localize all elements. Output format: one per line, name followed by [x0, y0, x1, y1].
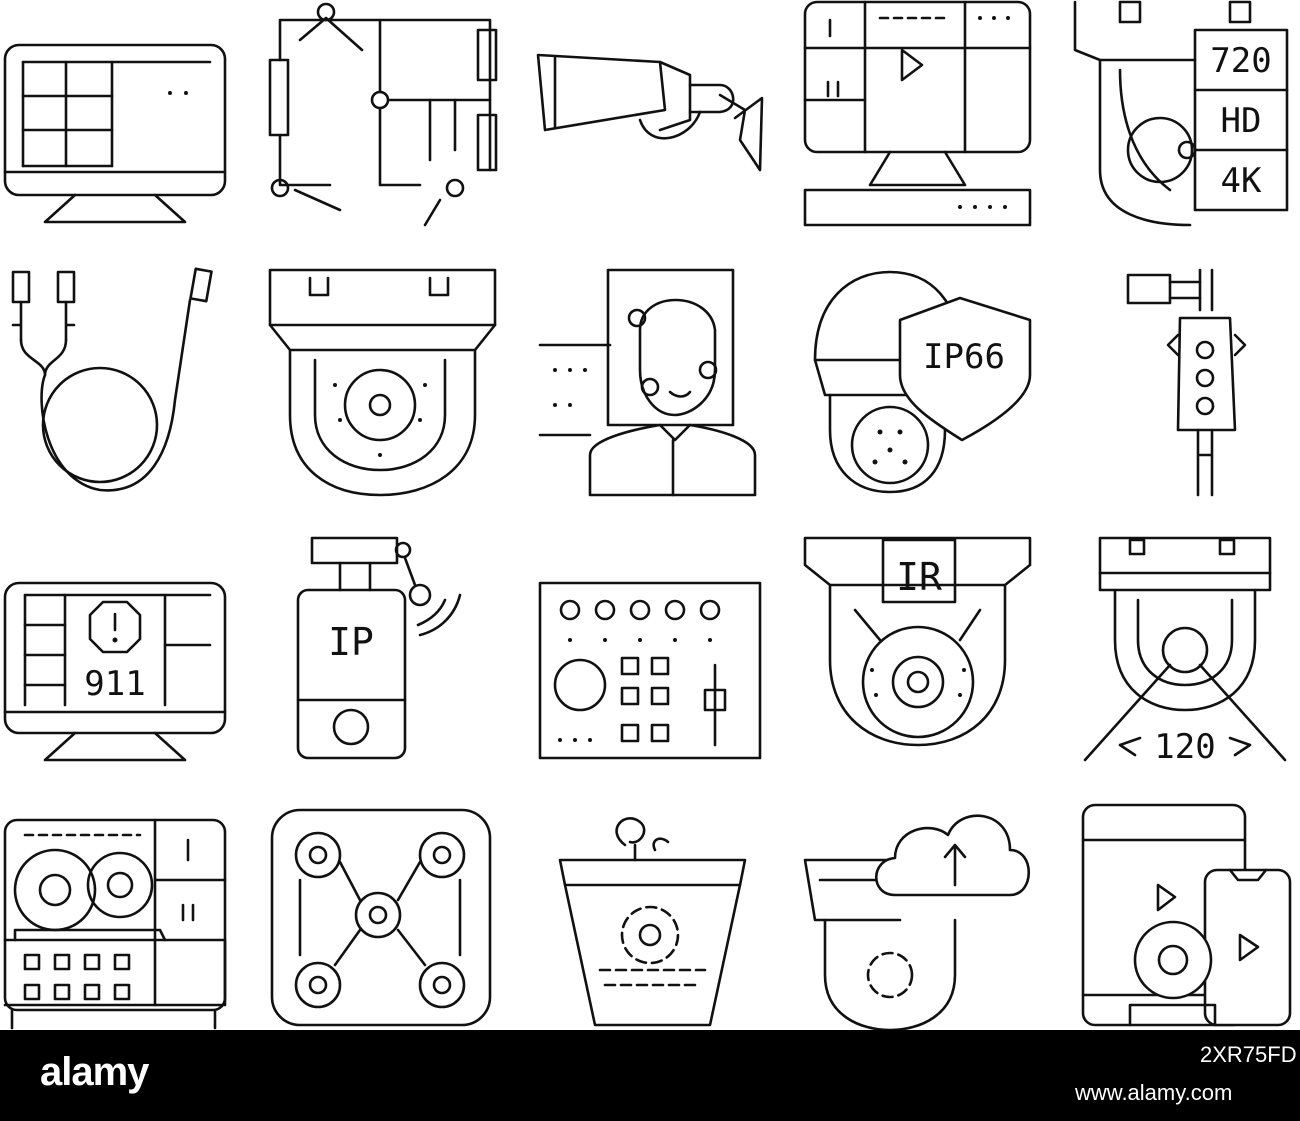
wiring-schematic-icon [268, 2, 498, 227]
infrared-camera-icon: IR [803, 536, 1032, 747]
ir-label: IR [896, 555, 942, 599]
ip-camera-wireless-icon: IP [296, 536, 462, 760]
face-recognition-icon [538, 268, 757, 497]
video-wall-monitor-icon [3, 43, 227, 224]
usb-cable-icon [11, 267, 213, 492]
res-hd-label: HD [1221, 101, 1262, 141]
control-panel-icon [538, 581, 762, 760]
ip-label: IP [328, 620, 374, 664]
angle-120-label: 120 [1154, 727, 1215, 767]
alamy-logo: alamy [40, 1050, 149, 1094]
cloud-camera-icon [803, 814, 1031, 1030]
ip66-label: IP66 [923, 337, 1005, 377]
smoke-detector-camera-icon [558, 817, 747, 1027]
nvr-recorder-icon [3, 818, 227, 1030]
pole-mount-icon [1126, 268, 1247, 497]
waterproof-camera-icon: IP66 [813, 270, 1032, 494]
dvr-playback-monitor-icon [803, 0, 1032, 227]
image-id: 2XR75FD [1200, 1042, 1297, 1067]
res-4k-label: 4K [1221, 161, 1262, 201]
bullet-camera-icon [536, 53, 764, 172]
wide-angle-camera-icon: 120 [1083, 536, 1287, 767]
mobile-streaming-icon [1081, 803, 1292, 1027]
emergency-monitor-icon: 911 [3, 581, 227, 762]
emergency-911-label: 911 [84, 664, 145, 704]
dome-camera-icon [268, 268, 497, 497]
watermark-url: www.alamy.com [1075, 1080, 1233, 1105]
res-720-label: 720 [1210, 41, 1271, 81]
icon-sheet: 720 HD 4K [3, 0, 1292, 1030]
resolution-camera-icon: 720 HD 4K [1073, 0, 1289, 227]
multi-camera-network-icon [270, 808, 492, 1027]
watermark-bar: alamy 2XR75FD www.alamy.com [0, 1030, 1300, 1121]
